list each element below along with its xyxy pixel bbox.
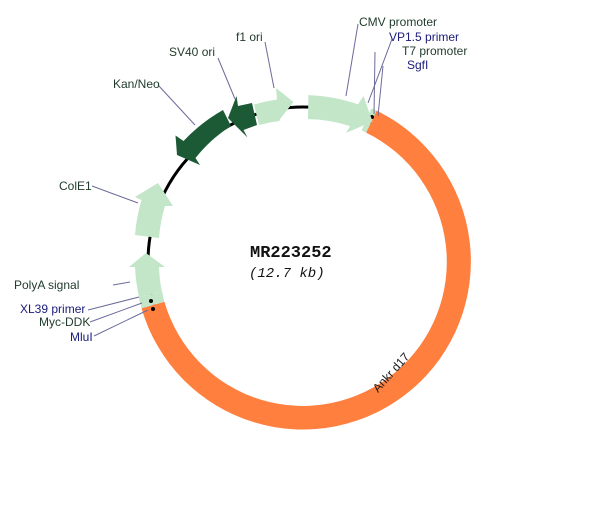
- label-kan-neo: Kan/Neo: [113, 77, 160, 91]
- label-cole1: ColE1: [59, 179, 92, 193]
- label-t7-promoter: T7 promoter: [402, 44, 467, 58]
- leader-lines: [87, 23, 393, 337]
- cole1-arrow[interactable]: [135, 183, 173, 238]
- label-sv40-ori: SV40 ori: [169, 45, 215, 59]
- plasmid-name: MR223252: [250, 244, 332, 263]
- cmv-promoter-arrow[interactable]: [308, 95, 373, 133]
- kan-neo-arrow[interactable]: [175, 110, 232, 165]
- f1-ori-arrow[interactable]: [254, 88, 294, 125]
- label-cmv-promoter: CMV promoter: [359, 15, 437, 29]
- label-sgfi: SgfI: [407, 58, 428, 72]
- label-mlui: MluI: [70, 330, 93, 344]
- label-polya-signal: PolyA signal: [14, 278, 79, 292]
- label-f1-ori: f1 ori: [236, 30, 263, 44]
- plasmid-size: (12.7 kb): [249, 266, 325, 282]
- sv40-ori-arrow[interactable]: [228, 96, 257, 138]
- polya-signal-arrow[interactable]: [129, 253, 165, 297]
- label-xl39-primer: XL39 primer: [20, 302, 85, 316]
- xl39-site-dot: [149, 299, 153, 303]
- label-vp15-primer: VP1.5 primer: [389, 30, 459, 44]
- mlui-site-dot: [151, 307, 155, 311]
- label-myc-ddk: Myc-DDK: [39, 315, 90, 329]
